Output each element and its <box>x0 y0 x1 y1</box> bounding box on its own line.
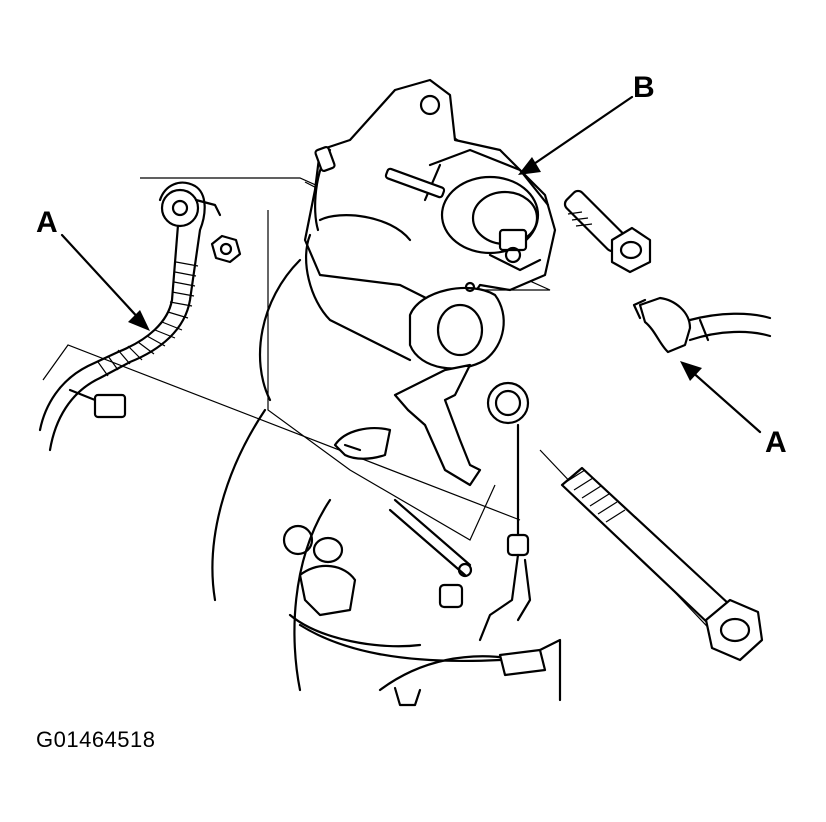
arrowhead-a-right <box>680 361 702 381</box>
arrowhead-b <box>518 157 541 175</box>
mounting-bolt-lower <box>560 466 764 662</box>
lower-harness <box>288 423 547 677</box>
leader-arrows <box>60 95 762 434</box>
starter-cable-left <box>38 181 242 452</box>
engine-block-outline <box>211 258 562 707</box>
leader-arrow-a-right <box>688 368 762 434</box>
starter-motor <box>303 78 557 487</box>
leader-arrow-a-left <box>60 233 144 324</box>
callout-label-a-right: A <box>765 426 787 459</box>
starter-cable-right <box>632 296 772 354</box>
leader-arrow-b <box>526 95 634 170</box>
arrowhead-a-left <box>128 310 150 331</box>
callout-label-a-left: A <box>36 206 58 239</box>
mounting-bolt-upper <box>563 189 652 274</box>
callout-label-b: B <box>633 71 655 104</box>
figure-id: G01464518 <box>36 727 156 752</box>
